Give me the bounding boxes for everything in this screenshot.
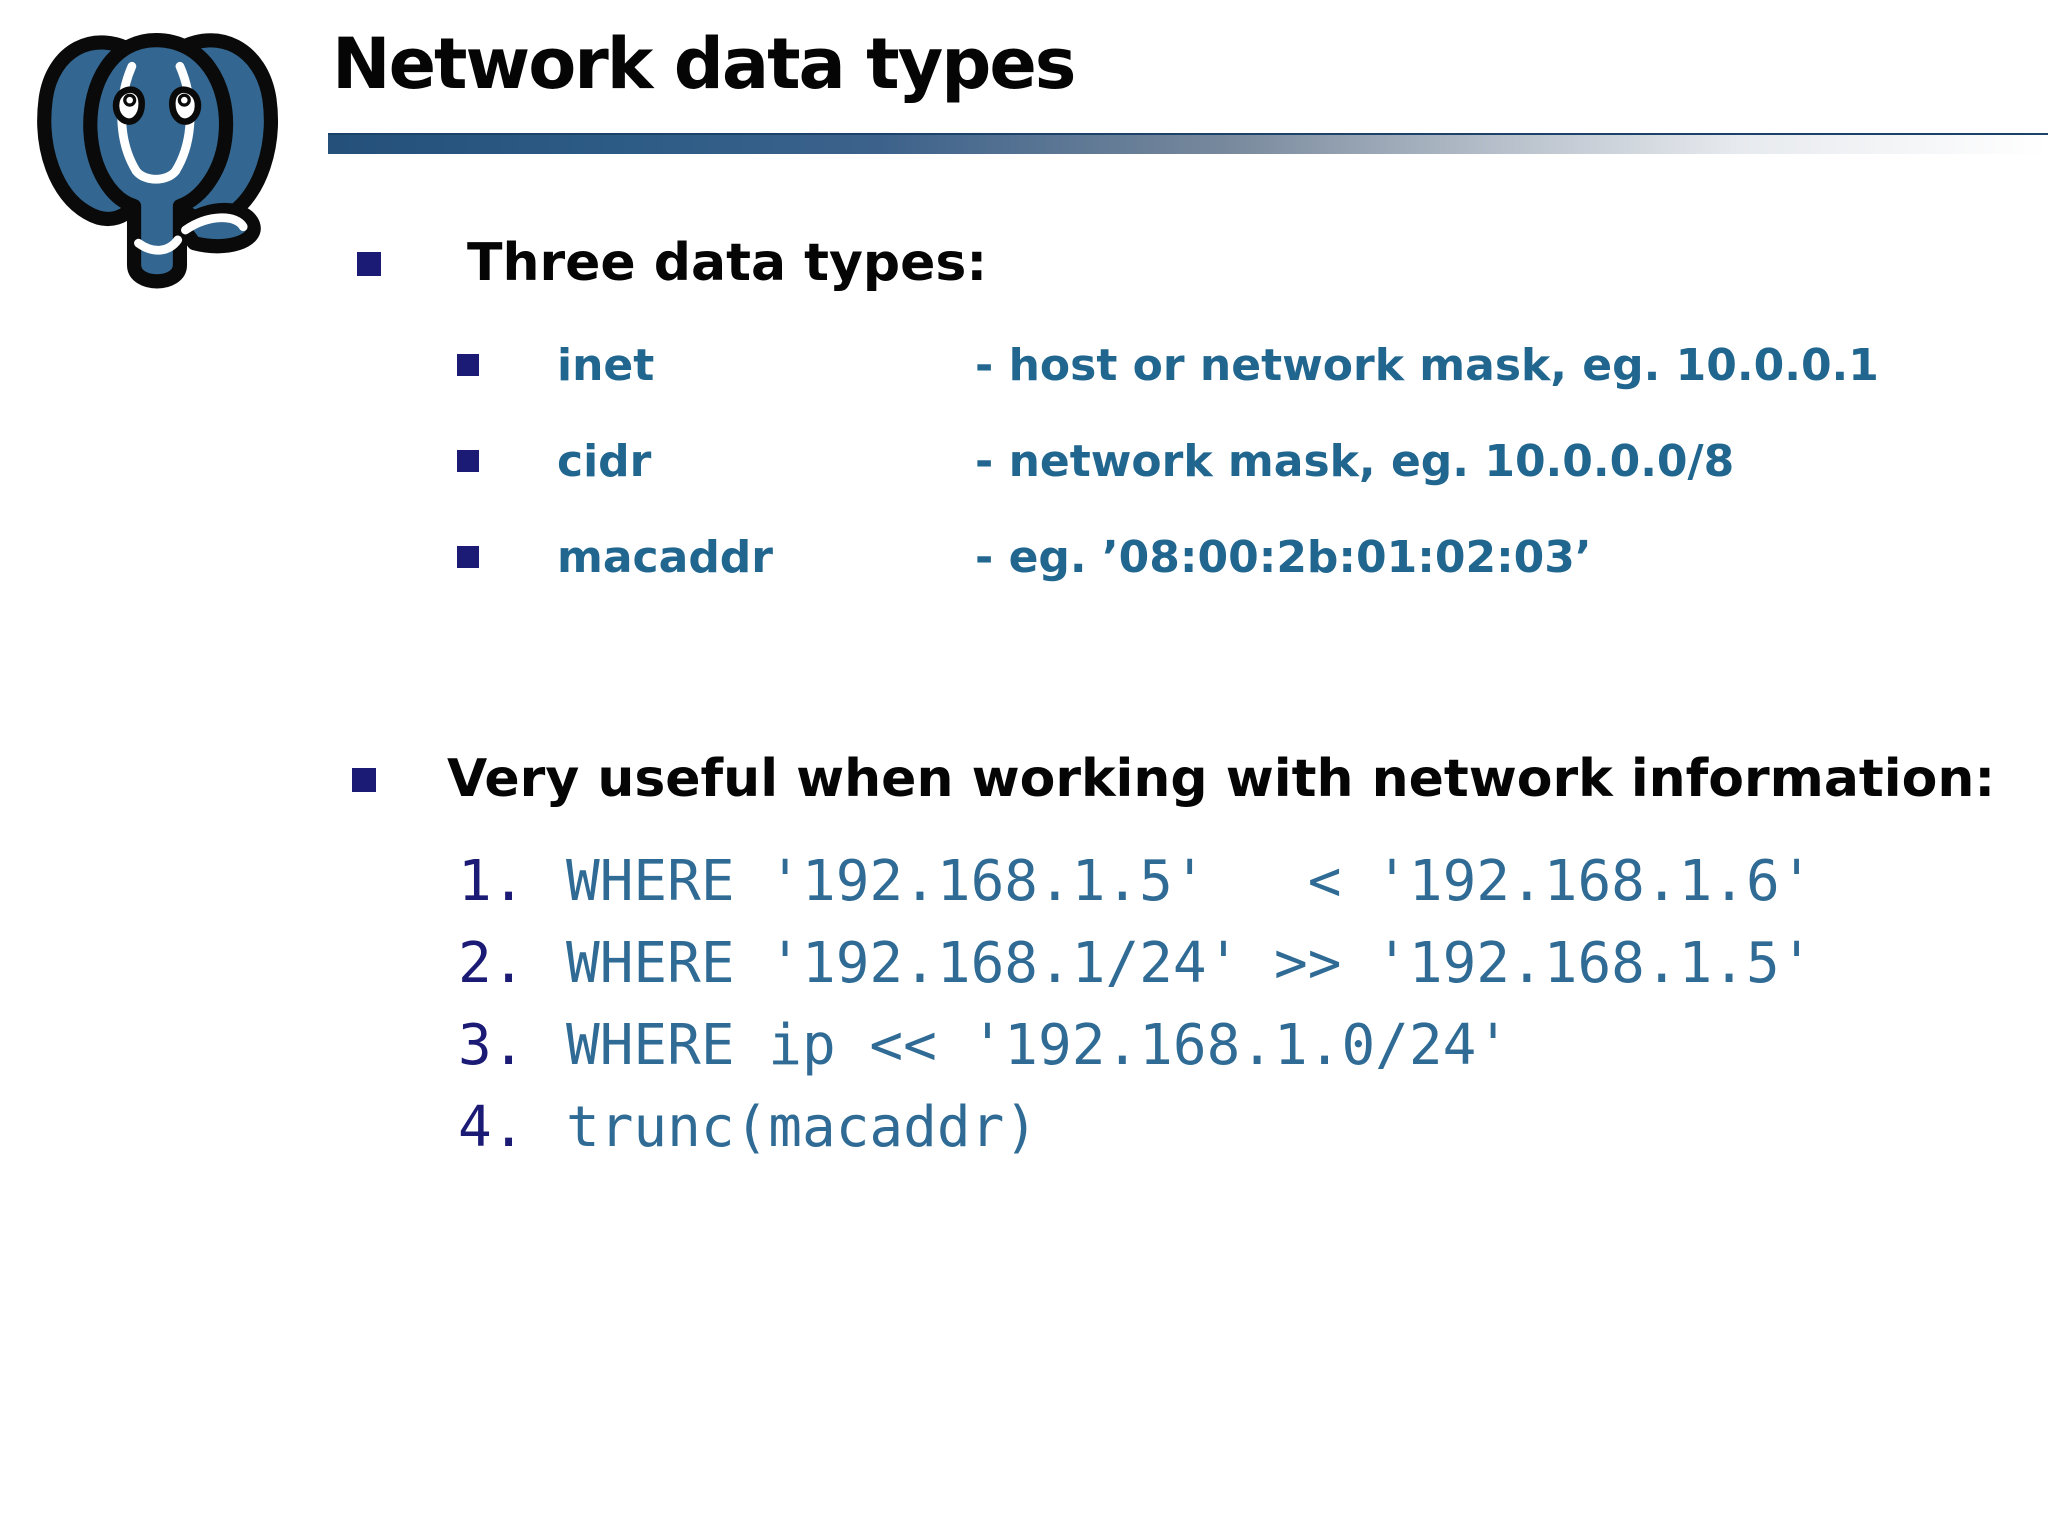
code-example-number: 1. [458,849,526,914]
code-example-row: 1. WHERE '192.168.1.5' < '192.168.1.6' [458,848,1813,915]
slide-title: Network data types [332,23,1076,105]
bullet-square-icon [357,252,381,276]
list-item: cidr - network mask, eg. 10.0.0.0/8 [457,434,1734,489]
term-macaddr: macaddr [557,532,774,583]
code-example-number: 3. [458,1013,526,1078]
bullet-square-icon [457,354,479,376]
code-example-text: WHERE '192.168.1/24' >> '192.168.1.5' [566,931,1814,996]
section-2-heading-row: Very useful when working with network in… [352,748,1995,810]
list-item: inet - host or network mask, eg. 10.0.0.… [457,338,1879,393]
title-accent-bar [328,133,2048,154]
code-example-row: 3. WHERE ip << '192.168.1.0/24' [458,1012,1510,1079]
term-macaddr-description: - eg. ’08:00:2b:01:02:03’ [975,532,1592,583]
code-example-text: WHERE '192.168.1.5' < '192.168.1.6' [566,849,1814,914]
bullet-square-icon [457,546,479,568]
list-item: macaddr - eg. ’08:00:2b:01:02:03’ [457,530,1592,585]
term-inet: inet [557,340,655,391]
section-2-heading: Very useful when working with network in… [447,749,1996,809]
term-cidr: cidr [557,436,652,487]
code-example-number: 2. [458,931,526,996]
postgresql-elephant-icon [37,33,278,289]
section-1-heading-row: Three data types: [357,232,987,294]
code-example-number: 4. [458,1095,526,1160]
code-example-row: 2. WHERE '192.168.1/24' >> '192.168.1.5' [458,930,1813,997]
code-example-text: WHERE ip << '192.168.1.0/24' [566,1013,1511,1078]
term-inet-description: - host or network mask, eg. 10.0.0.1 [975,340,1879,391]
section-1-heading: Three data types: [467,233,988,293]
code-example-row: 4. trunc(macaddr) [458,1094,1038,1161]
code-example-text: trunc(macaddr) [566,1095,1039,1160]
bullet-square-icon [352,768,376,792]
term-cidr-description: - network mask, eg. 10.0.0.0/8 [975,436,1735,487]
bullet-square-icon [457,450,479,472]
